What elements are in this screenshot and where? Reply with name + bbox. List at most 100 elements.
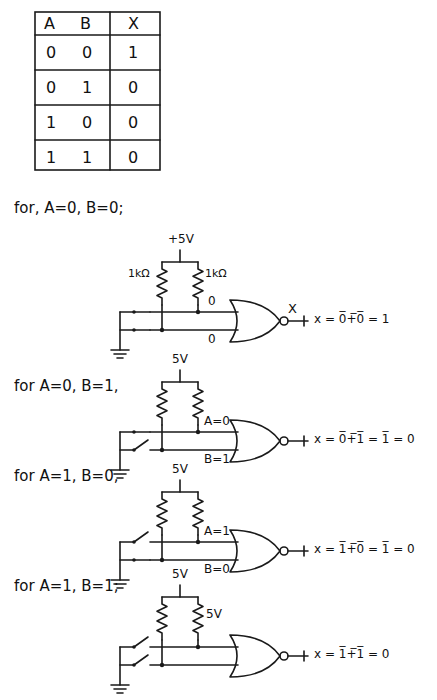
table-cell: X: [128, 15, 139, 33]
nor-gate: [230, 530, 280, 572]
wire: [120, 559, 134, 561]
wire: [198, 305, 238, 312]
supply-wire: [179, 480, 181, 492]
signal-label: B=0: [204, 563, 230, 577]
signal-label: 5V: [172, 463, 188, 477]
switch-symbol: [134, 440, 148, 450]
table-cell: A: [44, 15, 55, 33]
resistor-symbol: [193, 382, 203, 425]
signal-label: +5V: [168, 233, 194, 247]
ground-rail: [119, 542, 121, 580]
signal-label: 1kΩ: [205, 268, 227, 281]
wire: [150, 449, 162, 451]
supply-wire: [162, 596, 198, 598]
signal-label: x = 1̅+̅0̅ = 1̅ = 0: [314, 543, 415, 557]
wire: [120, 449, 134, 451]
wire: [120, 431, 134, 433]
output-wire: [288, 316, 308, 326]
wire: [150, 541, 198, 543]
signal-label: X: [288, 302, 297, 317]
switch-symbol: [134, 532, 148, 542]
ground-rail: [119, 432, 121, 470]
wire: [120, 664, 134, 666]
inversion-bubble: [280, 317, 288, 325]
signal-label: 0: [208, 295, 216, 309]
resistor-symbol: [157, 382, 167, 425]
signal-label: A=1: [204, 525, 230, 539]
output-wire: [288, 546, 308, 556]
nor-gate: [230, 420, 280, 462]
signal-label: x = 0̅+̅0̅ = 1: [314, 313, 389, 327]
nor-gate: [230, 300, 280, 342]
wire: [162, 425, 238, 450]
signal-label: 5V: [172, 568, 188, 582]
supply-wire: [179, 370, 181, 382]
table-cell: 0: [128, 149, 138, 167]
wire: [198, 640, 238, 647]
wire: [150, 664, 162, 666]
table-cell: 1: [46, 149, 56, 167]
signal-label: x = 0̅+̅1̅ = 1̅ = 0: [314, 433, 415, 447]
table-cell: B: [80, 15, 91, 33]
table-cell: 1: [128, 44, 138, 62]
signal-label: x = 1̅+̅1̅ = 0: [314, 648, 389, 662]
ground-symbol: [111, 685, 129, 693]
resistor-symbol: [193, 492, 203, 535]
table-cell: 1: [82, 149, 92, 167]
wire: [150, 559, 162, 561]
supply-wire: [179, 585, 181, 597]
switch-symbol: [134, 655, 148, 665]
signal-label: 1kΩ: [128, 268, 150, 281]
ground-symbol: [111, 350, 129, 358]
table-cell: 0: [46, 79, 56, 97]
case-heading: for, A=0, B=0;: [14, 200, 124, 217]
nor-gate: [230, 635, 280, 677]
wire: [162, 640, 238, 665]
ground-rail: [119, 312, 121, 350]
truth-table: [35, 12, 160, 170]
wire: [120, 541, 134, 543]
signal-label: A=0: [204, 415, 230, 429]
wire: [150, 329, 162, 331]
wire: [120, 329, 134, 331]
signal-label: 5V: [172, 353, 188, 367]
resistor-symbol: [157, 597, 167, 640]
switch-symbol: [134, 637, 148, 647]
table-cell: 1: [82, 79, 92, 97]
signal-label: B=1: [204, 453, 230, 467]
table-cell: 0: [128, 79, 138, 97]
supply-wire: [162, 381, 198, 383]
table-rule: [35, 139, 160, 141]
inversion-bubble: [280, 437, 288, 445]
table-rule: [35, 69, 160, 71]
output-wire: [288, 436, 308, 446]
wire: [162, 535, 238, 560]
switch-symbol: [134, 329, 150, 331]
signal-label: 5V: [206, 608, 222, 622]
table-cell: 0: [46, 44, 56, 62]
case-heading: for A=1, B=0,: [14, 468, 118, 485]
inversion-bubble: [280, 547, 288, 555]
supply-wire: [162, 261, 198, 263]
wire: [162, 305, 238, 330]
wire: [120, 646, 134, 648]
case-heading: for A=1, B=1;: [14, 578, 119, 595]
wire: [150, 431, 198, 433]
table-rule: [35, 34, 160, 36]
wire: [120, 311, 134, 313]
resistor-symbol: [157, 492, 167, 535]
table-rule: [35, 104, 160, 106]
case-heading: for A=0, B=1,: [14, 378, 118, 395]
signal-label: 0: [208, 333, 216, 347]
table-cell: 0: [82, 114, 92, 132]
output-wire: [288, 651, 308, 661]
resistor-symbol: [157, 262, 167, 305]
resistor-symbol: [193, 262, 203, 305]
switch-symbol: [134, 311, 150, 313]
switch-symbol: [134, 431, 150, 433]
wire: [150, 311, 198, 313]
supply-wire: [162, 491, 198, 493]
table-cell: 0: [128, 114, 138, 132]
